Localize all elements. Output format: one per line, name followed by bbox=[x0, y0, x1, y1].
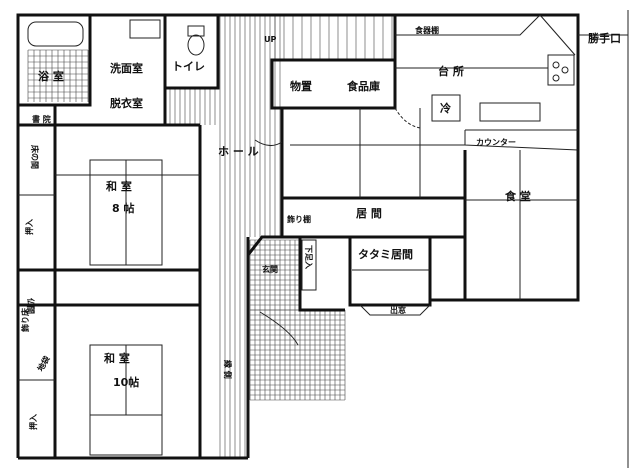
room-label-shoin: 書 院 bbox=[32, 114, 51, 124]
room-label-washitsu-8: 和 室 bbox=[106, 179, 132, 193]
room-label-living: 居 間 bbox=[356, 207, 382, 220]
room-label-tokonoma: 床の間 bbox=[30, 145, 40, 169]
tile-grids bbox=[27, 49, 346, 401]
room-label-engawa: 縁 側 bbox=[223, 360, 233, 379]
room-label-kitchen: 台 所 bbox=[438, 64, 464, 78]
room-label-butsuma: 仏間 bbox=[26, 297, 35, 314]
room-label-back-door: 勝手口 bbox=[588, 31, 621, 45]
room-label-oshiire-1: 押入 bbox=[24, 219, 34, 235]
counter-label: カウンター bbox=[476, 137, 516, 147]
room-label-pantry: 食品庫 bbox=[347, 79, 380, 93]
room-label-tatami-living: タタミ居間 bbox=[358, 248, 413, 261]
bay-window-label: 出窓 bbox=[390, 305, 406, 315]
room-label-storage: 物置 bbox=[290, 79, 312, 93]
stairs-up-label: UP bbox=[264, 35, 276, 44]
walls bbox=[16, 10, 629, 468]
stairs bbox=[274, 15, 393, 60]
room-label-kazaridoko: 飾り床 bbox=[20, 307, 30, 332]
room-label-washitsu-10-size: 10帖 bbox=[113, 375, 139, 389]
room-label-cupboard: 食器棚 bbox=[415, 25, 439, 35]
room-label-entrance: 玄関 bbox=[262, 264, 278, 274]
room-label-washroom: 洗面室 bbox=[110, 61, 143, 75]
room-label-dressing: 脱衣室 bbox=[110, 96, 143, 110]
room-label-oshiire-2: 押入 bbox=[28, 414, 38, 430]
shoe-cabinet-label: 下足入 bbox=[304, 245, 313, 269]
display-shelf-label: 飾り棚 bbox=[287, 214, 311, 224]
room-label-washitsu-10: 和 室 bbox=[104, 351, 130, 365]
room-label-hall: ホ ー ル bbox=[218, 145, 259, 158]
room-label-dining: 食 堂 bbox=[505, 189, 531, 203]
fridge-label: 冷 bbox=[440, 101, 451, 115]
room-label-toilet: トイレ bbox=[172, 60, 205, 73]
room-label-bath: 浴 室 bbox=[38, 69, 64, 83]
room-label-jibukuro: 地袋 bbox=[35, 353, 52, 373]
room-label-washitsu-8-size: 8 帖 bbox=[112, 201, 134, 215]
